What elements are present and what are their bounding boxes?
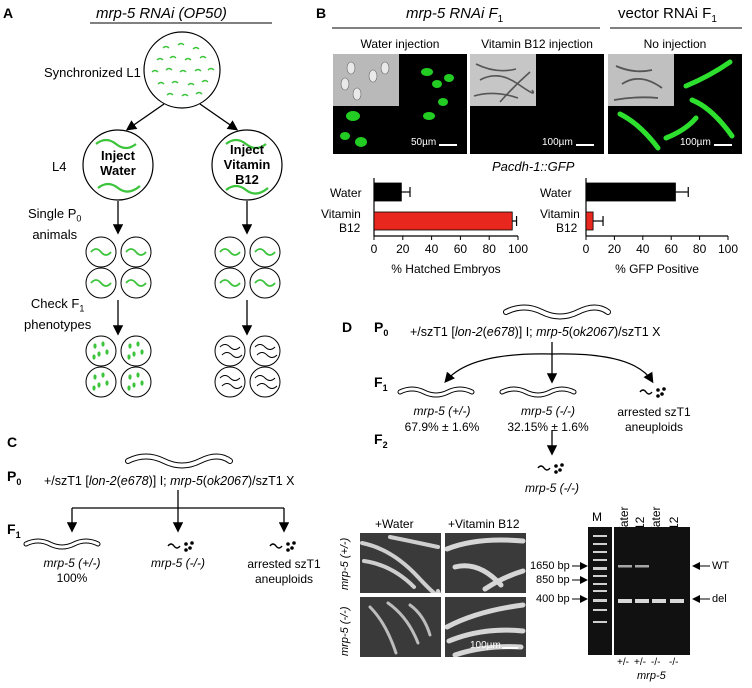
hatched-tick-label-1: 20 xyxy=(396,242,410,256)
panel-c-label: C xyxy=(7,434,18,450)
gel-marker-lane xyxy=(588,527,612,655)
chart2-xlabel: % GFP Positive xyxy=(615,262,699,276)
scale-bar-50um: 50µm xyxy=(411,137,437,148)
panel-b-title-right: vector RNAi F1 xyxy=(618,5,717,25)
gfp-tick-label-4: 80 xyxy=(693,242,707,256)
hatched-tick-label-0: 0 xyxy=(371,242,378,256)
worm-hom-water xyxy=(360,597,441,657)
panel-c-genotype: +/szT1 [lon-2(e678)] I; mrp-5(ok2067)/sz… xyxy=(44,474,295,488)
chart2-cat-b12: Vitamin xyxy=(540,207,580,221)
chart1-cat-water: Water xyxy=(330,186,362,200)
col-water-injection: Water injection xyxy=(360,37,440,51)
panel-c-hom: mrp-5 (-/-) xyxy=(151,556,205,570)
l1-worms xyxy=(151,42,215,97)
gfp-tick-label-5: 100 xyxy=(718,242,738,256)
panel-c-het: mrp-5 (+/-) xyxy=(43,556,101,570)
f1-dishes xyxy=(85,335,281,398)
hatched-tick-label-2: 40 xyxy=(425,242,439,256)
panel-d-f1: F1 xyxy=(374,374,388,393)
panel-d-label: D xyxy=(342,319,353,335)
worm-hom-b12 xyxy=(445,597,526,657)
scale-bar-100um-a: 100µm xyxy=(542,137,573,148)
panel-d-genotype: +/szT1 [lon-2(e678)] I; mrp-5(ok2067)/sz… xyxy=(410,325,661,339)
col-b12-injection: Vitamin B12 injection xyxy=(481,37,593,51)
panel-a-label: A xyxy=(3,5,14,21)
panel-d-f2-genotype: mrp-5 (-/-) xyxy=(525,481,579,495)
check-f1-label: Check F1 phenotypes xyxy=(24,296,92,332)
panel-d-f2: F2 xyxy=(374,431,388,450)
l4-worms xyxy=(95,138,269,195)
panel-d-scale: 100µm xyxy=(470,640,501,651)
panel-c-f1: F1 xyxy=(7,521,21,540)
b12-dish xyxy=(211,129,283,201)
gel-geno-1: +/- xyxy=(617,657,629,668)
col-plus-water: +Water xyxy=(375,517,414,531)
panel-d-het-pct: 67.9% ± 1.6% xyxy=(404,420,480,434)
chart2-cat-b12b: B12 xyxy=(556,221,578,235)
l4-label: L4 xyxy=(52,159,67,174)
gfp-tick-label-3: 60 xyxy=(665,242,679,256)
worm-het-b12 xyxy=(445,533,526,593)
gel-xlabel: mrp-5 xyxy=(637,670,666,682)
bp-400: 400 bp xyxy=(536,593,570,605)
reporter-label: Pacdh-1::GFP xyxy=(492,159,575,174)
gfp-tick-label-0: 0 xyxy=(583,242,590,256)
chart1-cat-b12: Vitamin xyxy=(321,207,361,221)
gel-geno-2: +/- xyxy=(634,657,646,668)
panel-b-label: B xyxy=(316,5,327,21)
worm-het-water xyxy=(360,533,441,593)
panel-d-hom: mrp-5 (-/-) xyxy=(521,404,575,418)
micrograph-water xyxy=(333,54,467,154)
gfp-tick-label-2: 40 xyxy=(636,242,650,256)
f1-rescued-worms xyxy=(219,344,278,389)
bp-850: 850 bp xyxy=(536,574,570,586)
panel-c-p0: P0 xyxy=(7,468,22,487)
gel-sample-lanes xyxy=(614,527,690,655)
panel-d-het: mrp-5 (+/-) xyxy=(413,404,471,418)
micrograph-b12 xyxy=(470,54,604,154)
hatched-tick-label-5: 100 xyxy=(508,242,528,256)
chart1-xlabel: % Hatched Embryos xyxy=(391,262,501,276)
gfp-tick-label-1: 20 xyxy=(608,242,622,256)
gel-marker-label: M xyxy=(592,510,602,524)
gel-wt-label: WT xyxy=(712,560,730,572)
col-no-injection: No injection xyxy=(643,37,707,51)
panel-d-p0: P0 xyxy=(374,319,389,338)
gel-geno-4: -/- xyxy=(669,657,679,668)
f1-arrested-embryos xyxy=(92,341,144,391)
p0-worms xyxy=(90,248,276,287)
panel-c-het-pct: 100% xyxy=(56,571,88,585)
chart1-cat-b12b: B12 xyxy=(339,221,361,235)
synchronized-l1-label: Synchronized L1 xyxy=(44,65,141,80)
scale-bar-100um-b: 100µm xyxy=(680,137,711,148)
gel-geno-3: -/- xyxy=(651,657,661,668)
panel-a-title: mrp-5 RNAi (OP50) xyxy=(96,5,227,22)
panel-b-title-left: mrp-5 RNAi F1 xyxy=(406,5,504,25)
chart2-cat-water: Water xyxy=(540,186,572,200)
hatched-tick-label-4: 80 xyxy=(483,242,497,256)
micrograph-no-injection xyxy=(608,54,742,154)
col-plus-b12: +Vitamin B12 xyxy=(448,517,520,531)
gel-del-label: del xyxy=(712,593,727,605)
single-p0-label: Single P0 animals xyxy=(28,206,82,242)
water-dish xyxy=(82,129,154,201)
panel-d-hom-pct: 32.15% ± 1.6% xyxy=(507,420,589,434)
bp-1650: 1650 bp xyxy=(530,560,570,572)
hatched-tick-label-3: 60 xyxy=(454,242,468,256)
